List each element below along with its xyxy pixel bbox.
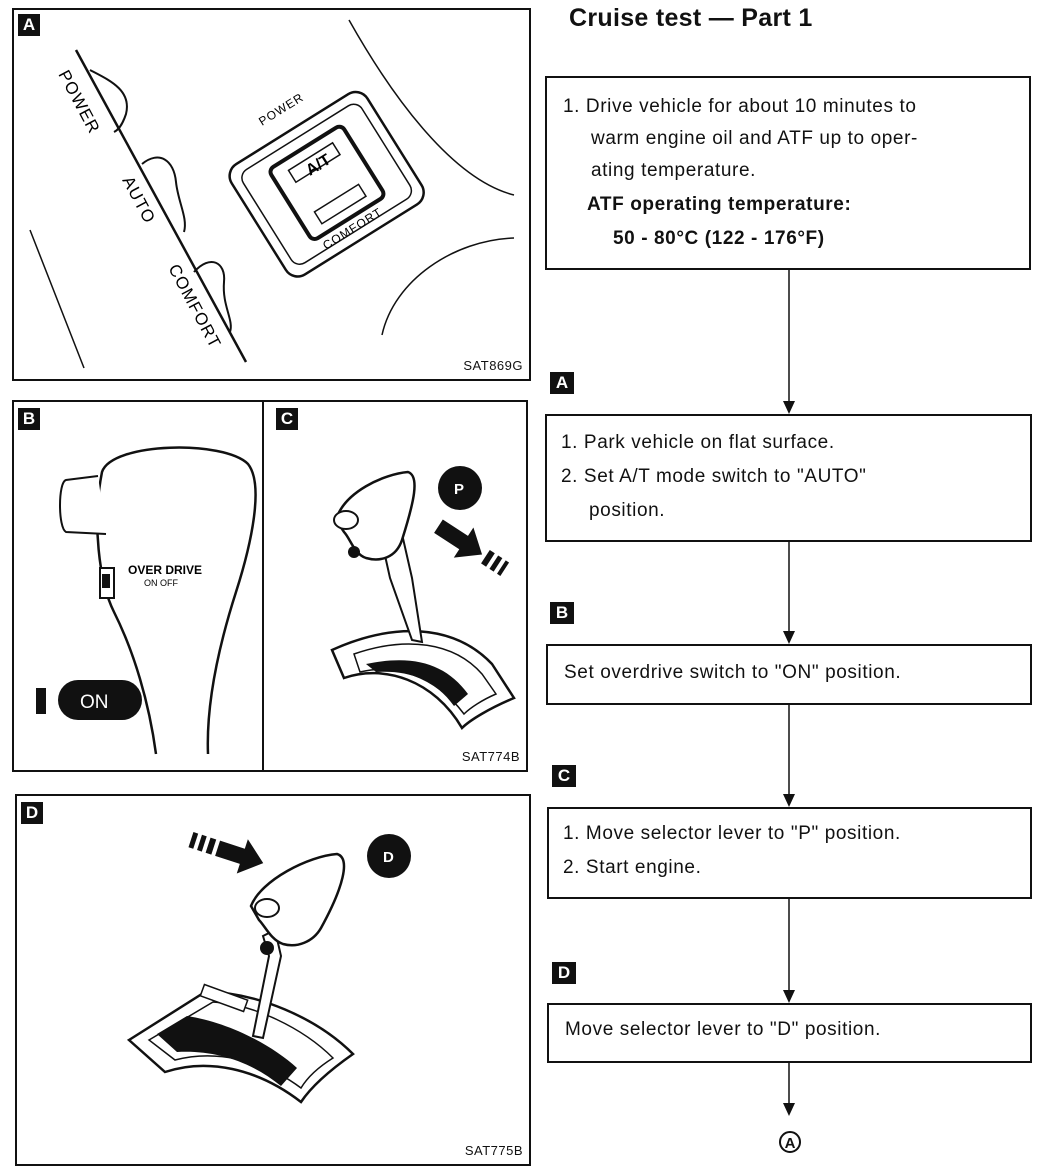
step2-line1: 1. Park vehicle on flat surface. <box>561 432 835 453</box>
atf-temp-heading: ATF operating temperature: <box>587 194 852 215</box>
figure-d-tag: D <box>21 802 43 824</box>
figure-a-code: SAT869G <box>463 358 523 373</box>
step3-line1: Set overdrive switch to "ON" position. <box>564 662 902 683</box>
figure-d-panel: D D SAT775B <box>15 794 531 1166</box>
flow-end-connector: A <box>779 1131 801 1153</box>
flow-step-4-box: 1. Move selector lever to "P" position. … <box>547 807 1032 899</box>
figure-c-code: SAT774B <box>461 749 520 764</box>
step5-line1: Move selector lever to "D" position. <box>565 1019 881 1040</box>
flow-step-3-box: Set overdrive switch to "ON" position. <box>546 644 1032 705</box>
figure-d-code: SAT775B <box>464 1143 523 1158</box>
figure-bc-divider <box>262 402 264 770</box>
p-circle-label: P <box>454 481 464 498</box>
figure-d-illustration: D <box>126 832 411 1104</box>
step1-line1: 1. Drive vehicle for about 10 minutes to <box>563 96 917 117</box>
step2-line2: 2. Set A/T mode switch to "AUTO" <box>561 466 867 487</box>
step4-line1: 1. Move selector lever to "P" position. <box>563 823 901 844</box>
figure-c-illustration: P <box>330 466 516 731</box>
figure-a-illustration: POWER AUTO COMFORT POWER A/T COMFORT <box>29 19 515 369</box>
overdrive-onoff-label: ON OFF <box>144 578 178 588</box>
overdrive-label: OVER DRIVE <box>128 563 202 577</box>
figure-b-tag: B <box>18 408 40 430</box>
figure-a-panel: A POWER AUTO COMFORT POWER A/T COMFORT S… <box>12 8 531 381</box>
step4-line2: 2. Start engine. <box>563 857 702 878</box>
step1-line3: ating temperature. <box>591 160 756 181</box>
figure-c-tag: C <box>276 408 298 430</box>
flow-tag-a: A <box>550 372 574 394</box>
step2-line3: position. <box>589 500 666 521</box>
flow-tag-c: C <box>552 765 576 787</box>
flow-step-2-box: 1. Park vehicle on flat surface. 2. Set … <box>545 414 1032 542</box>
flow-tag-b: B <box>550 602 574 624</box>
step1-line2: warm engine oil and ATF up to oper- <box>591 128 918 149</box>
page-title: Cruise test — Part 1 <box>569 4 813 32</box>
flow-step-5-box: Move selector lever to "D" position. <box>547 1003 1032 1063</box>
figure-bc-panel: B C OVER DRIVE ON OFF ON <box>12 400 528 772</box>
atf-temp-value: 50 - 80°C (122 - 176°F) <box>613 228 825 249</box>
on-button-label: ON <box>80 692 109 713</box>
figure-b-illustration: OVER DRIVE ON OFF ON <box>36 446 257 755</box>
flow-step-1-box: 1. Drive vehicle for about 10 minutes to… <box>545 76 1031 270</box>
figure-a-tag: A <box>18 14 40 36</box>
d-circle-label: D <box>383 849 394 866</box>
flow-tag-d: D <box>552 962 576 984</box>
